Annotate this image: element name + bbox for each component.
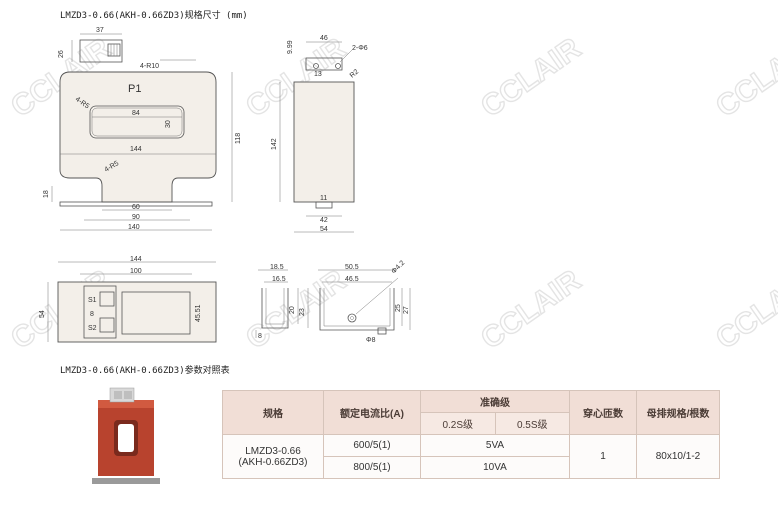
dim-top-offset: 9.99 [287,40,294,54]
parameters-title: LMZD3-0.66(AKH-0.66ZD3)参数对照表 [60,366,230,376]
top-body [57,281,217,343]
dim-terminal-height: 26 [58,50,65,58]
terminal-s2: S2 [88,325,97,332]
dim-outer-base: 54 [320,226,328,233]
dim-inner-depth: 45.51 [195,304,202,322]
dim-holes: 2-Φ6 [352,45,368,52]
dim-bracket-h1: 20 [289,306,296,314]
header-turns: 穿心匝数 [569,390,637,435]
dim-top-width: 37 [96,27,104,34]
dim-corner-radius: 4-R10 [140,63,159,70]
table-row: 800/5(1) 10VA [223,456,720,479]
watermark: CCLAIR [475,264,587,356]
model-cell: LMZD3-0.66 (AKH-0.66ZD3) [222,434,324,479]
dim-bracket-large-w1: 50.5 [345,264,359,271]
dim-window-height: 30 [165,120,172,128]
header-acc-05s: 0.5S级 [494,412,570,435]
top-view: 144 100 54 S1 S2 8 45.51 [39,256,217,343]
watermark: CCLAIR [240,264,352,356]
table-row: LMZD3-0.66 (AKH-0.66ZD3) 600/5(1) 5VA 1 … [222,434,720,479]
base-plate [59,201,213,207]
header-accuracy: 准确级 [420,390,570,413]
turns-cell: 1 [569,434,637,479]
accuracy-cell: 5VA [420,434,570,457]
terminal-block [79,39,123,63]
header-ratio: 额定电流比(A) [323,390,421,435]
dim-top-outer-width: 144 [130,256,142,263]
dim-foot-inner: 60 [132,204,140,211]
dim-bracket-h2: 23 [299,308,306,316]
side-body [293,81,355,203]
header-model: 规格 [222,390,324,435]
dim-slot: 11 [320,195,327,202]
dim-side-height: 142 [271,138,278,150]
dim-bracket-w2: 16.5 [272,276,286,283]
ratio-cell: 800/5(1) [323,456,421,479]
dim-radius: R2 [349,68,360,79]
busbar-cell: 80x10/1-2 [636,434,720,479]
dim-foot-mid: 90 [132,214,140,221]
parameter-table: 规格 额定电流比(A) 准确级 穿心匝数 母排规格/根数 0.2S级 0.5S级… [222,390,720,479]
dim-bracket-base: 8 [258,333,262,340]
dim-hole-large: Φ4.2 [390,260,406,276]
dim-inner-base: 42 [320,217,328,224]
accuracy-cell: 10VA [420,456,570,479]
dim-foot-height: 18 [43,190,50,198]
logo: P1 [128,83,141,95]
dim-top-inner-width: 100 [130,268,142,275]
dim-base-width: 140 [128,224,140,231]
dim-hole-large-2: Φ8 [366,337,376,344]
terminal-s1: S1 [88,297,97,304]
dim-bracket-large-h1: 25 [395,304,402,312]
side-view: 46 9.99 13 2-Φ6 R2 142 11 42 54 [271,35,368,233]
dim-terminal-spacing: 8 [90,311,94,318]
dim-hole-offset: 13 [314,71,322,78]
dim-side-top-width: 46 [320,35,328,42]
bracket-small: 18.5 16.5 20 23 8 [255,264,309,340]
watermark: CCLAIR [710,264,778,356]
dim-bracket-large-w2: 46.5 [345,276,359,283]
dim-height: 118 [235,133,242,144]
header-busbar: 母排规格/根数 [636,390,720,435]
top-window [121,291,191,335]
front-view: 37 26 P1 4-R10 4-R5 84 30 144 4-R5 118 1… [43,27,242,231]
model-line2: (AKH-0.66ZD3) [238,456,308,468]
dim-bracket-w1: 18.5 [270,264,284,271]
dim-bracket-large-h2: 27 [403,306,410,314]
watermark: CCLAIR [710,32,778,124]
watermark: CCLAIR [475,32,587,124]
ratio-cell: 600/5(1) [323,434,421,457]
dim-body-width: 144 [130,146,142,153]
product-photo [92,387,160,484]
dim-depth: 54 [39,310,46,318]
window-slot [89,105,185,139]
dim-window-width: 84 [132,110,140,117]
model-line1: LMZD3-0.66 [245,445,301,457]
header-acc-02s: 0.2S级 [420,412,496,435]
dimensions-title: LMZD3-0.66(AKH-0.66ZD3)规格尺寸 (mm) [60,11,248,21]
